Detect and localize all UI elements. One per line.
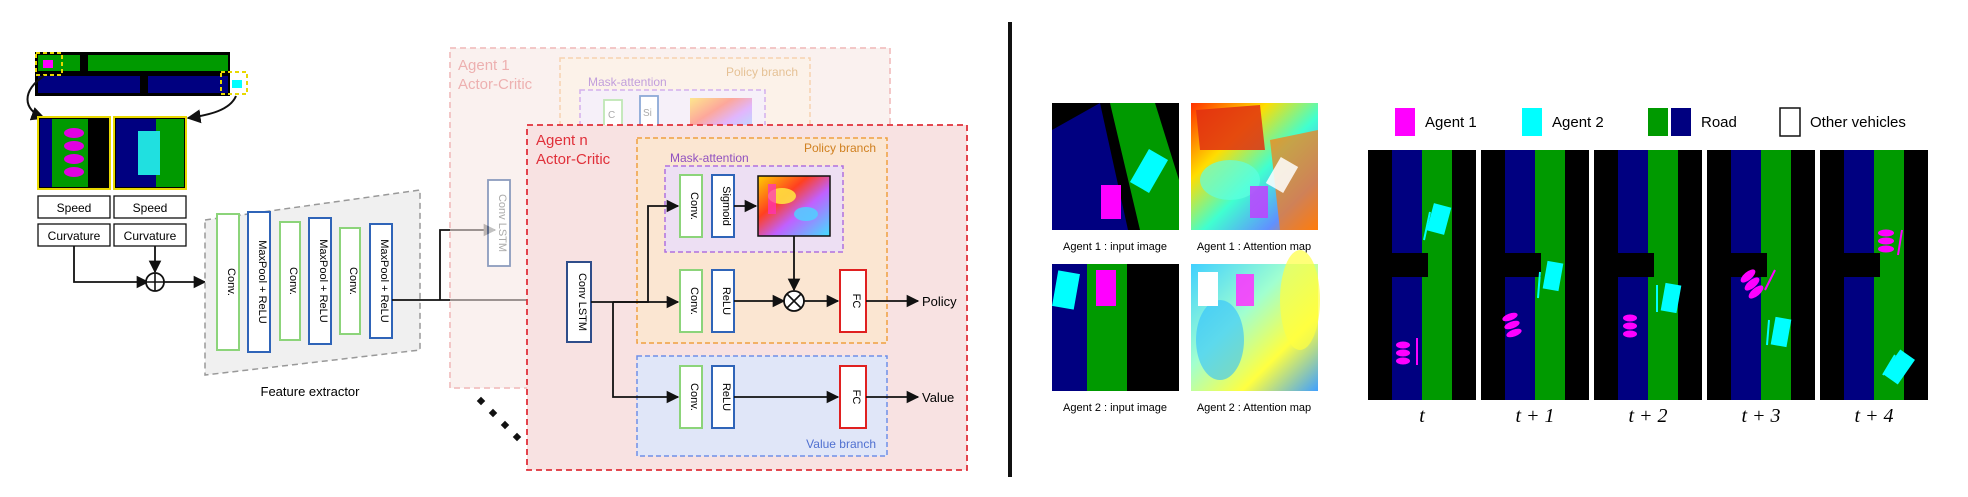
attention-examples: Agent 1 : input image Agent 1 : Attentio… <box>1052 103 1320 414</box>
architecture-diagram: Speed Speed Curvature Curvature Conv. Ma… <box>26 47 968 471</box>
agent1-partial-conv: C <box>608 110 615 121</box>
timestep-label-t: t <box>1419 405 1425 427</box>
agent2-input-image <box>1052 264 1179 391</box>
policy-branch-label: Policy branch <box>804 141 876 155</box>
policy-conv-block: Conv. <box>688 287 700 315</box>
concat-operator-icon <box>145 272 165 292</box>
agent1-input-caption: Agent 1 : input image <box>1063 241 1167 253</box>
timestep-label-t1: t + 1 <box>1515 405 1554 427</box>
mask-attention-label: Mask-attention <box>670 151 749 165</box>
agent1-speed-label: Speed <box>57 201 92 215</box>
agent1-title-2: Actor-Critic <box>458 76 533 93</box>
timestep-label-t2: t + 2 <box>1628 405 1667 427</box>
legend-agent1-label: Agent 1 <box>1425 114 1477 131</box>
section-divider <box>1008 22 1012 477</box>
legend-other-swatch <box>1779 107 1801 137</box>
agentn-title-1: Agent n <box>536 132 588 149</box>
agentn-title-2: Actor-Critic <box>536 151 611 168</box>
feature-extractor-layers: Conv. MaxPool + ReLU Conv. MaxPool + ReL… <box>216 211 393 353</box>
legend-agent2-swatch <box>1522 108 1542 136</box>
legend: Agent 1 Agent 2 Road Other vehicles <box>1395 107 1906 137</box>
frame-t1 <box>1481 150 1589 400</box>
value-relu-block: ReLU <box>720 383 732 411</box>
agent1-curvature-label: Curvature <box>48 229 101 243</box>
road-overview-strip <box>35 52 248 96</box>
fe-maxpool-3: MaxPool + ReLU <box>378 239 390 323</box>
agent1-input-image <box>1052 103 1179 230</box>
attn-sigmoid-block: Sigmoid <box>720 186 732 226</box>
agent2-marker <box>232 80 242 88</box>
attention-map-thumbnail <box>757 175 831 237</box>
agent1-conv-lstm: Conv LSTM <box>496 194 508 252</box>
value-fc-block: FC <box>850 390 862 405</box>
value-output-label: Value <box>922 390 954 405</box>
fe-maxpool-2: MaxPool + ReLU <box>317 239 329 323</box>
feature-extractor-label: Feature extractor <box>261 384 361 399</box>
frame-t3 <box>1707 150 1815 400</box>
timestep-frames: t t + 1 t + 2 t + 3 t + 4 <box>1368 150 1928 427</box>
agent2-curvature-label: Curvature <box>124 229 177 243</box>
agent1-policy-branch-label: Policy branch <box>726 65 798 79</box>
agent1-marker <box>43 60 53 68</box>
policy-output-label: Policy <box>922 294 957 309</box>
value-conv-block: Conv. <box>688 383 700 411</box>
timestep-label-t4: t + 4 <box>1854 405 1893 427</box>
legend-road-green-swatch <box>1648 108 1668 136</box>
agent1-partial-sigmoid: Si <box>643 108 652 119</box>
policy-fc-block: FC <box>850 294 862 309</box>
agent1-crop-image <box>37 116 111 190</box>
agent1-mask-attention-label: Mask-attention <box>588 75 667 89</box>
value-branch-label: Value branch <box>806 437 876 451</box>
agent2-attention-map <box>1191 250 1320 391</box>
legend-other-label: Other vehicles <box>1810 114 1906 131</box>
fe-conv-3: Conv. <box>347 267 359 295</box>
agent1-attention-map <box>1191 103 1318 230</box>
legend-road-blue-swatch <box>1671 108 1691 136</box>
frame-t4 <box>1820 150 1928 400</box>
legend-agent1-swatch <box>1395 108 1415 136</box>
fe-maxpool-1: MaxPool + ReLU <box>256 240 268 324</box>
frame-t <box>1368 150 1476 400</box>
attn-conv-block: Conv. <box>688 192 700 220</box>
timestep-label-t3: t + 3 <box>1741 405 1780 427</box>
frame-t2 <box>1594 150 1702 400</box>
fe-conv-2: Conv. <box>287 267 299 295</box>
agent2-input-caption: Agent 2 : input image <box>1063 402 1167 414</box>
agentn-conv-lstm: Conv LSTM <box>576 273 588 331</box>
agent1-title-1: Agent 1 <box>458 57 510 74</box>
agent2-crop-image <box>113 116 187 190</box>
legend-road-label: Road <box>1701 114 1737 131</box>
agent1-attention-caption: Agent 1 : Attention map <box>1197 241 1311 253</box>
agent2-attention-caption: Agent 2 : Attention map <box>1197 402 1311 414</box>
ellipsis-dots <box>476 396 522 442</box>
agent2-speed-label: Speed <box>133 201 168 215</box>
agentn-actor-critic-block: Agent n Actor-Critic Policy branch Mask-… <box>526 124 968 471</box>
legend-agent2-label: Agent 2 <box>1552 114 1604 131</box>
multiply-operator-icon <box>783 290 805 312</box>
fe-conv-1: Conv. <box>225 268 237 296</box>
policy-relu-block: ReLU <box>720 287 732 315</box>
